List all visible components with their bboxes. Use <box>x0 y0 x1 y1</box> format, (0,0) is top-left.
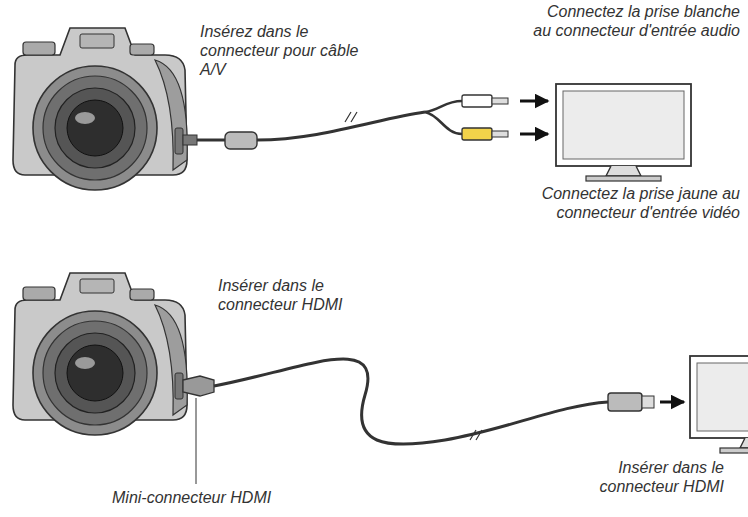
callout-label: Insérez dans le connecteur pour câble A/… <box>200 22 375 79</box>
callout-label: Mini-connecteur HDMI <box>112 488 342 507</box>
callout-label: Connectez la prise jaune au connecteur d… <box>540 184 740 222</box>
callout-label: Connectez la prise blanche au connecteur… <box>525 2 740 40</box>
callout-label: Insérer dans le connecteur HDMI <box>544 458 724 496</box>
callout-label: Insérer dans le connecteur HDMI <box>218 276 378 314</box>
leader-line <box>196 398 197 484</box>
